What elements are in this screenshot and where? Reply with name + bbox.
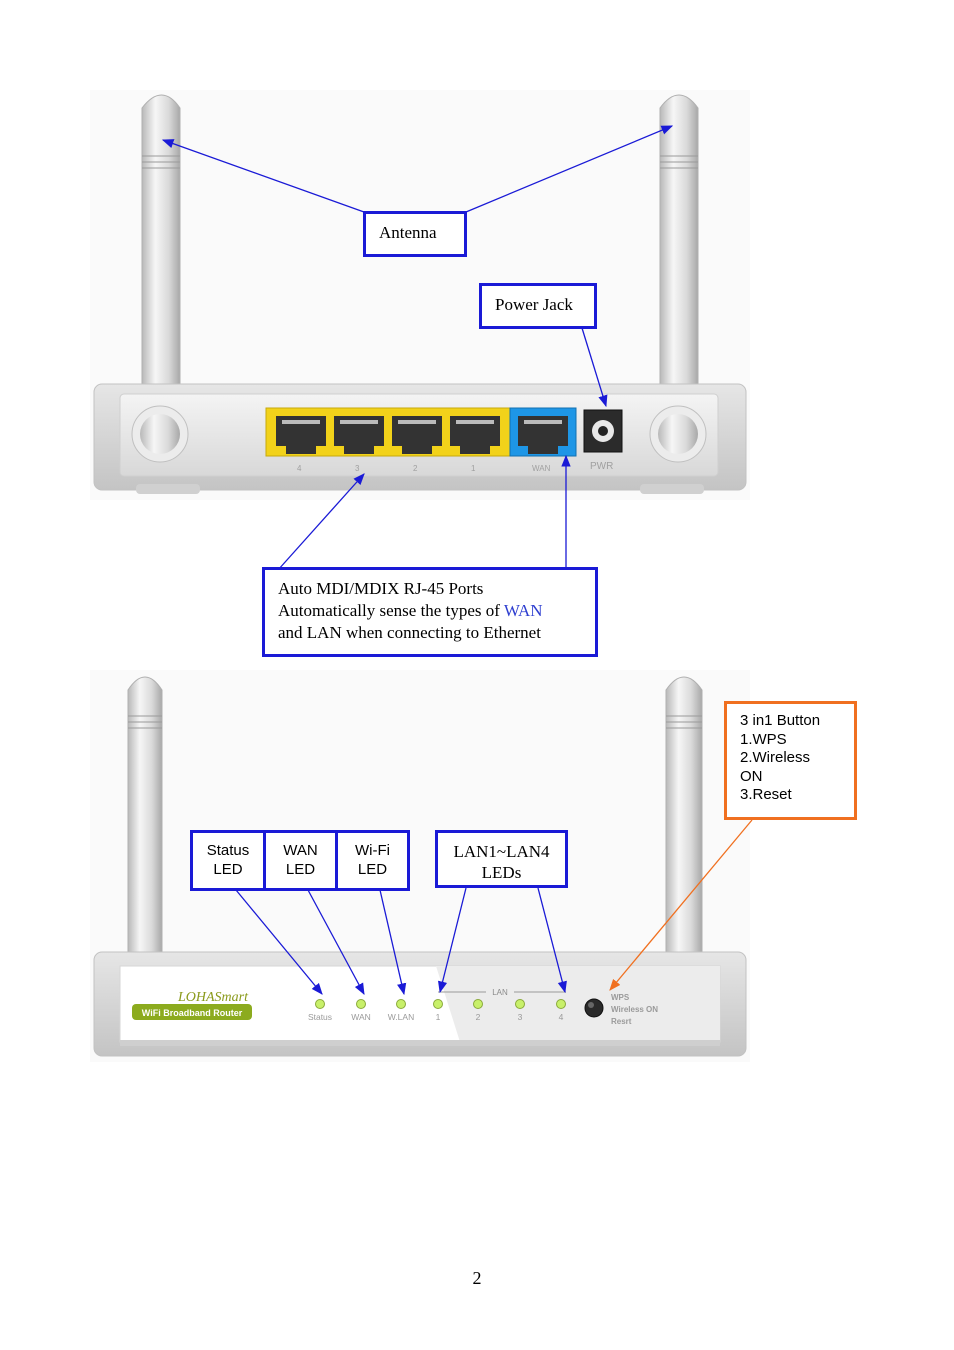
- lan-ports: [265, 407, 511, 457]
- button-callout-line-2: 1.WPS: [740, 730, 787, 748]
- power-jack-callout: Power Jack: [479, 283, 597, 329]
- port-label-2: 2: [413, 464, 418, 473]
- rear-view: 4 3 2 1 WAN PWR: [90, 90, 750, 500]
- lan-callout-line-1: LAN1~LAN4: [453, 842, 550, 861]
- lan-leds-callout: LAN1~LAN4 LEDs: [435, 830, 568, 888]
- button-callout-line-5: 3.Reset: [740, 786, 792, 803]
- status-led-callout: Status LED: [190, 830, 266, 891]
- led-label-1: 1: [436, 1012, 441, 1022]
- lan3-led: [515, 999, 525, 1009]
- rear-arrows: [161, 125, 674, 598]
- front-view: LOHASmart WiFi Broadband Router Status W…: [90, 670, 750, 1062]
- led-label-wan: WAN: [351, 1012, 371, 1022]
- led-label-3: 3: [518, 1012, 523, 1022]
- front-arrows: [235, 887, 567, 996]
- port-label-3: 3: [355, 464, 360, 473]
- port-label-1: 1: [471, 464, 476, 473]
- status-led: [315, 999, 325, 1009]
- ports-line-3: and LAN when connecting to Ethernet: [278, 623, 541, 642]
- wan-callout-line-1: WAN: [283, 842, 318, 859]
- lan1-led: [433, 999, 443, 1009]
- ports-line-2: Automatically sense the types of WAN: [278, 601, 543, 620]
- wps-button[interactable]: [584, 998, 604, 1018]
- status-callout-line-2: LED: [213, 861, 243, 878]
- lan-port-1: [450, 416, 500, 454]
- wifi-led-callout: Wi-Fi LED: [335, 830, 410, 891]
- button-label-wireless: Wireless ON: [611, 1005, 658, 1014]
- lan4-led: [556, 999, 566, 1009]
- wan-led: [356, 999, 366, 1009]
- led-label-wlan: W.LAN: [388, 1012, 414, 1022]
- power-jack: [583, 409, 623, 453]
- antenna-callout: Antenna: [363, 211, 467, 257]
- brand-logo: LOHASmart: [177, 990, 249, 1005]
- badge-text: WiFi Broadband Router: [142, 1008, 243, 1018]
- pwr-label: PWR: [590, 461, 613, 472]
- antenna-label: Antenna: [379, 223, 437, 242]
- wifi-callout-line-1: Wi-Fi: [355, 842, 390, 859]
- button-callout-line-3: 2.Wireless: [740, 749, 811, 766]
- led-label-2: 2: [476, 1012, 481, 1022]
- button-callout-line-4: ON: [740, 767, 763, 785]
- front-right-antenna: [665, 676, 703, 957]
- button-callout: 3 in1 Button 1.WPS 2.Wireless ON 3.Reset: [724, 701, 857, 820]
- product-badge: WiFi Broadband Router: [132, 1004, 252, 1020]
- page-number: 2: [472, 1268, 482, 1288]
- front-left-antenna: [127, 676, 163, 957]
- wan-word: WAN: [503, 601, 543, 620]
- ports-line-1: Auto MDI/MDIX RJ-45 Ports: [278, 579, 484, 598]
- lan-group-text: LAN: [492, 988, 508, 997]
- led-label-4: 4: [559, 1012, 564, 1022]
- wan-callout-line-2: LED: [285, 861, 316, 878]
- lan-port-3: [334, 416, 384, 454]
- led-label-status: Status: [308, 1012, 332, 1022]
- wan-port-label: WAN: [532, 464, 551, 473]
- lan-port-4: [276, 416, 326, 454]
- wlan-led: [396, 999, 406, 1009]
- button-label-reset: Resrt: [611, 1017, 632, 1026]
- lan-port-2: [392, 416, 442, 454]
- power-jack-label: Power Jack: [495, 295, 573, 314]
- button-arrow: [609, 819, 753, 991]
- button-callout-line-1: 3 in1 Button: [740, 712, 821, 729]
- port-label-4: 4: [297, 464, 302, 473]
- button-label-wps: WPS: [611, 993, 630, 1002]
- ports-callout: Auto MDI/MDIX RJ-45 Ports Automatically …: [262, 567, 598, 657]
- wifi-callout-line-2: LED: [357, 861, 388, 878]
- wan-port: [509, 407, 577, 457]
- front-leds: [315, 999, 566, 1009]
- lan2-led: [473, 999, 483, 1009]
- status-callout-line-1: Status: [206, 842, 250, 859]
- wan-led-callout: WAN LED: [263, 830, 338, 891]
- lan-callout-line-2: LEDs: [481, 863, 522, 882]
